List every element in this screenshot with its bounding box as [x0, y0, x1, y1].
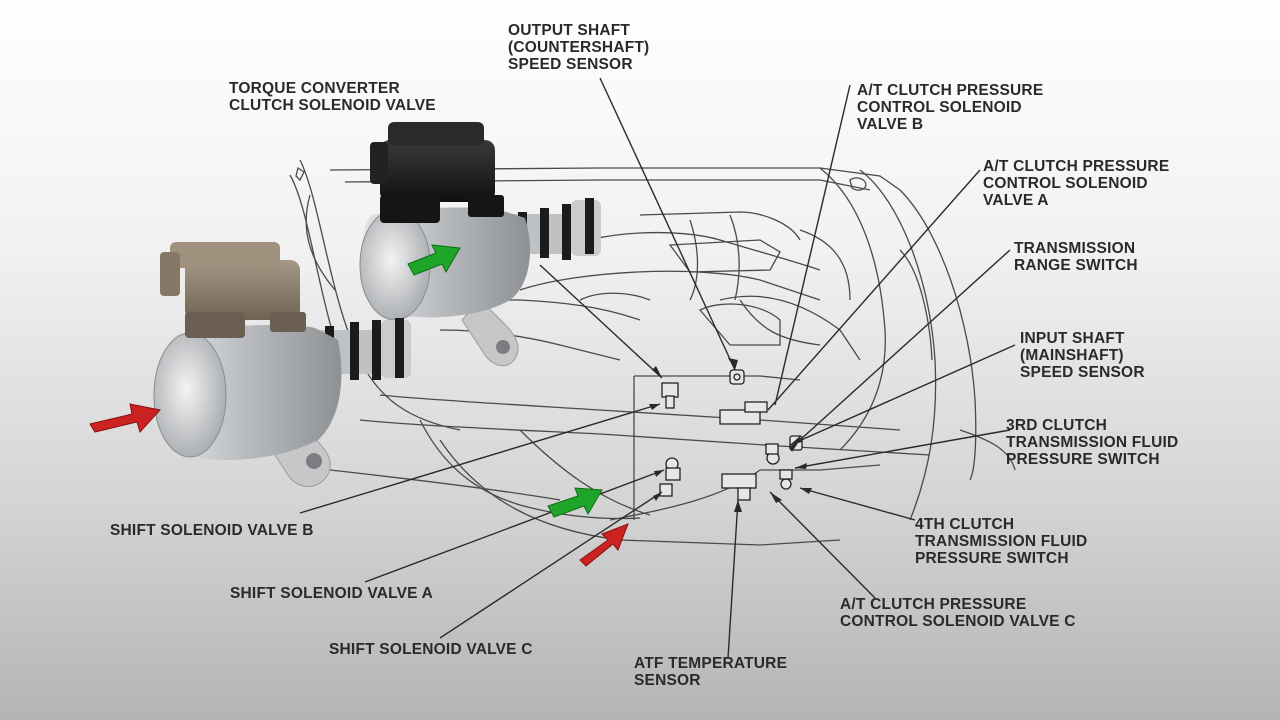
- shift-solenoid-front: [153, 242, 411, 487]
- at-clutch-c-component: [721, 473, 757, 501]
- label-transmission-range-switch: TRANSMISSION RANGE SWITCH: [1014, 240, 1138, 274]
- label-3rd-clutch-pressure-switch: 3RD CLUTCH TRANSMISSION FLUID PRESSURE S…: [1006, 417, 1179, 468]
- label-at-clutch-pressure-valve-c: A/T CLUTCH PRESSURE CONTROL SOLENOID VAL…: [840, 596, 1076, 630]
- shift-solenoid-c-component: [659, 483, 673, 497]
- label-output-shaft-speed-sensor: OUTPUT SHAFT (COUNTERSHAFT) SPEED SENSOR: [508, 22, 650, 73]
- label-shift-solenoid-a: SHIFT SOLENOID VALVE A: [230, 585, 434, 602]
- label-at-clutch-pressure-valve-b: A/T CLUTCH PRESSURE CONTROL SOLENOID VAL…: [857, 82, 1044, 133]
- output-shaft-sensor-component: [729, 369, 745, 385]
- red-arrow-left: [89, 403, 161, 433]
- label-input-shaft-speed-sensor: INPUT SHAFT (MAINSHAFT) SPEED SENSOR: [1020, 330, 1145, 381]
- shift-solenoid-a-component: [665, 457, 681, 481]
- components: [659, 369, 803, 501]
- red-arrow-bottom: [579, 523, 629, 567]
- leader-lines: [299, 77, 1016, 659]
- at-clutch-b-component: [719, 401, 768, 425]
- label-at-clutch-pressure-valve-a: A/T CLUTCH PRESSURE CONTROL SOLENOID VAL…: [983, 158, 1170, 209]
- green-arrow-top: [407, 244, 461, 276]
- shift-solenoid-b-component: [661, 382, 679, 409]
- label-atf-temperature-sensor: ATF TEMPERATURE SENSOR: [634, 655, 788, 689]
- third-clutch-switch-component: [765, 443, 780, 465]
- label-torque-converter-clutch-solenoid: TORQUE CONVERTER CLUTCH SOLENOID VALVE: [229, 80, 436, 114]
- label-4th-clutch-pressure-switch: 4TH CLUTCH TRANSMISSION FLUID PRESSURE S…: [915, 516, 1088, 567]
- green-arrow-bottom: [547, 487, 603, 518]
- label-shift-solenoid-c: SHIFT SOLENOID VALVE C: [329, 641, 533, 658]
- label-shift-solenoid-b: SHIFT SOLENOID VALVE B: [110, 522, 314, 539]
- fourth-clutch-switch-component: [779, 469, 793, 490]
- leader-arrowheads: [649, 358, 812, 512]
